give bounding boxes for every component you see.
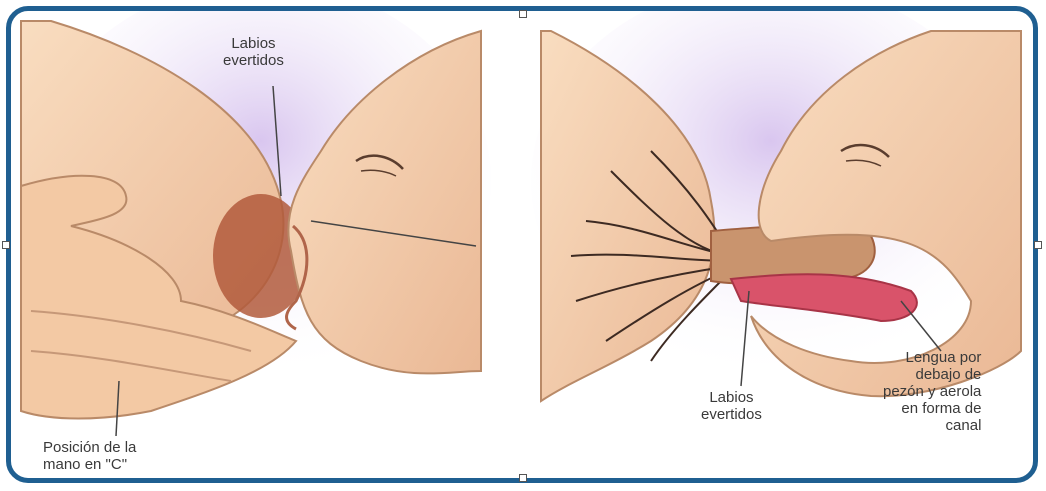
label-right: Lengua por debajo de pezón y aerola en f… [883,349,981,434]
resize-handle-right[interactable] [1034,241,1042,249]
label-top-left: Labios evertidos [223,35,284,69]
resize-handle-bottom[interactable] [519,474,527,482]
label-bottom-middle: Labios evertidos [701,389,762,423]
diagram-frame: Labios evertidos Posición de la mano en … [6,6,1038,483]
label-bottom-left: Posición de la mano en "C" [43,439,136,473]
resize-handle-left[interactable] [2,241,10,249]
right-panel-illustration [531,11,1021,401]
resize-handle-top[interactable] [519,10,527,18]
left-panel-illustration [21,11,491,436]
